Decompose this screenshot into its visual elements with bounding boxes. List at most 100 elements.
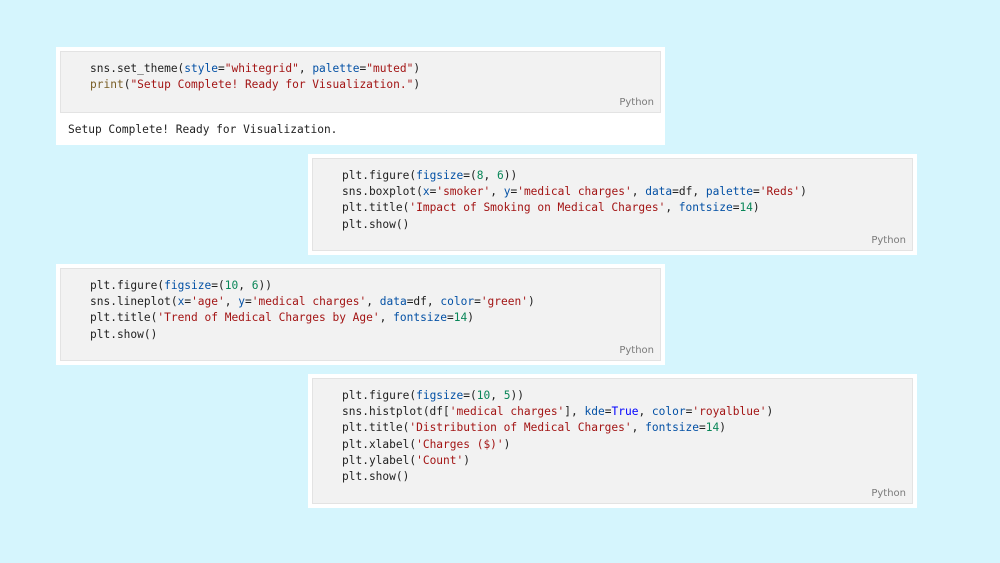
code-token: =df, [406,295,441,309]
code-token: 14 [739,201,753,215]
code-token: x [177,295,185,309]
code-editor[interactable]: plt.figure(figsize=(10, 5))sns.histplot(… [312,378,913,504]
code-token: ) [719,421,726,435]
code-line: plt.show() [342,469,773,485]
code-token: True [611,405,639,419]
code-token: style [184,62,218,75]
code-token: sns.histplot(df[ [342,405,450,419]
code-token: 10 [224,279,239,292]
code-token: 'royalblue' [692,405,767,419]
code-token: plt.figure( [342,389,417,402]
code-token: , [224,295,239,309]
code-token: 'Reds' [759,185,801,199]
code-token: 14 [453,311,468,325]
code-token: palette [312,62,360,75]
code-line: print("Setup Complete! Ready for Visuali… [90,77,420,93]
code-token: 6 [251,279,259,292]
code-token: , [238,279,252,292]
language-label: Python [619,97,654,108]
code-token: = [685,405,693,419]
code-token: ) [527,295,535,309]
code-token: 'medical charges' [251,295,367,309]
cell-output: Setup Complete! Ready for Visualization. [56,116,665,145]
code-line: plt.show() [342,217,807,233]
code-token: =( [463,169,477,182]
code-token: "muted" [366,62,414,75]
code-token: figsize [164,279,212,292]
language-label: Python [871,488,906,499]
code-token: 'Trend of Medical Charges by Age' [157,311,380,325]
code-token: plt.title( [90,311,158,325]
code-editor[interactable]: sns.set_theme(style="whitegrid", palette… [60,51,661,113]
code-cell-3[interactable]: plt.figure(figsize=(10, 6))sns.lineplot(… [56,264,665,365]
code-token: = [447,311,454,325]
code-token: ) [766,405,774,419]
code-token: , [631,421,646,435]
code-token: fontsize [678,201,733,215]
code-token: =( [211,279,225,292]
code-token: , [483,169,497,182]
code-token: 'medical charges' [517,185,632,199]
code-line: plt.figure(figsize=(8, 6)) [342,168,807,184]
code-token: "Setup Complete! Ready for Visualization… [130,78,414,92]
code-line: sns.boxplot(x='smoker', y='medical charg… [342,184,807,200]
code-token: palette [705,185,753,199]
code-editor[interactable]: plt.figure(figsize=(8, 6))sns.boxplot(x=… [312,158,913,251]
code-token: , [379,311,394,325]
code-token: print [90,78,124,92]
code-token: plt.title( [342,201,410,215]
code-token: x [422,185,430,199]
code-cell-2[interactable]: plt.figure(figsize=(8, 6))sns.boxplot(x=… [308,154,917,255]
code-token: = [699,421,706,435]
code-token: plt.xlabel( [342,437,417,451]
code-token: 'Distribution of Medical Charges' [409,421,632,435]
code-editor[interactable]: plt.figure(figsize=(10, 6))sns.lineplot(… [60,268,661,361]
code-line: plt.title('Trend of Medical Charges by A… [90,310,535,326]
code-token: , [490,389,504,402]
code-token: ) [800,185,807,199]
code-token: y [503,185,511,199]
code-token: plt.figure( [342,169,417,182]
code-token: ) [413,62,421,75]
code-token: , [638,405,652,419]
language-label: Python [619,345,654,356]
code-token: = [604,405,612,419]
code-token: plt.ylabel( [342,453,417,467]
code-token: = [244,295,252,309]
code-token: ) [467,311,474,325]
code-token: plt.show() [342,470,410,484]
code-token: = [359,62,367,75]
code-token: color [651,405,686,419]
code-line: plt.ylabel('Count') [342,453,773,469]
code-token: ( [123,78,131,92]
code-token: 'smoker' [436,185,491,199]
code-line: plt.xlabel('Charges ($)') [342,437,773,453]
code-token: = [510,185,518,199]
code-line: sns.lineplot(x='age', y='medical charges… [90,294,535,310]
code-lines: plt.figure(figsize=(10, 6))sns.lineplot(… [90,278,535,343]
code-token: = [732,201,740,215]
code-token: figsize [416,169,464,182]
code-token: =( [463,389,477,402]
code-cell-4[interactable]: plt.figure(figsize=(10, 5))sns.histplot(… [308,374,917,508]
code-token: )) [503,169,518,182]
code-lines: plt.figure(figsize=(10, 5))sns.histplot(… [342,388,773,485]
code-token: , [665,201,679,215]
code-token: , [631,185,646,199]
code-token: fontsize [645,421,700,435]
language-label: Python [871,235,906,246]
code-token: "whitegrid" [224,62,299,75]
code-token: , [490,185,504,199]
code-cell-1[interactable]: sns.set_theme(style="whitegrid", palette… [56,47,665,117]
code-token: = [429,185,437,199]
code-token: ) [413,78,421,92]
code-token: plt.figure( [90,279,165,292]
code-token: 'age' [191,295,225,309]
code-line: sns.histplot(df['medical charges'], kde=… [342,404,773,420]
code-lines: plt.figure(figsize=(8, 6))sns.boxplot(x=… [342,168,807,233]
code-token: sns.set_theme( [90,62,185,75]
code-token: 'green' [480,295,528,309]
code-token: data [645,185,673,199]
code-token: )) [258,279,272,292]
